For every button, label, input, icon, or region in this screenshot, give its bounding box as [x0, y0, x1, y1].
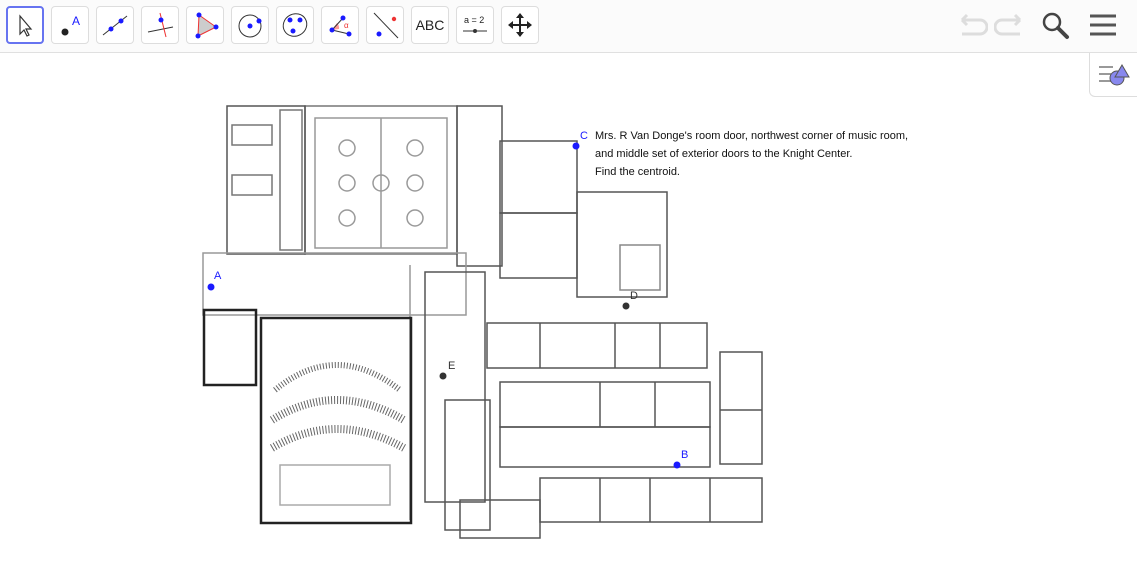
toolbar: A α ABC a = 2 [0, 0, 1137, 53]
undo-icon[interactable] [956, 10, 988, 42]
conic-tool-button[interactable] [276, 6, 314, 44]
point-c-label: C [580, 130, 588, 142]
redo-icon[interactable] [994, 10, 1026, 42]
style-bar-toggle-button[interactable] [1089, 53, 1137, 97]
polygon-icon [195, 12, 219, 39]
point-c[interactable] [572, 142, 580, 150]
reflect-tool-button[interactable] [366, 6, 404, 44]
text-tool-label: ABC [415, 17, 445, 33]
slider-icon: a = 2 [463, 15, 487, 33]
description-line-1: Mrs. R Van Donge's room door, northwest … [595, 130, 909, 142]
graphics-view[interactable]: Mrs. R Van Donge's room door, northwest … [0, 53, 1137, 561]
angle-tool-button[interactable]: α [321, 6, 359, 44]
description-line-2: and middle set of exterior doors to the … [595, 148, 853, 160]
polygon-tool-button[interactable] [186, 6, 224, 44]
ellipse-icon [282, 13, 308, 37]
point-a[interactable] [207, 283, 215, 291]
menu-icon[interactable] [1087, 10, 1119, 42]
line-tool-button[interactable] [96, 6, 134, 44]
point-icon: A [61, 14, 80, 36]
move-graphics-view-tool-button[interactable] [501, 6, 539, 44]
svg-text:A: A [72, 14, 80, 28]
point-b-label: B [681, 449, 689, 461]
description-line-3: Find the centroid. [595, 166, 680, 178]
search-icon[interactable] [1040, 10, 1072, 42]
point-e[interactable] [439, 372, 447, 380]
line-through-points-icon [102, 15, 128, 36]
point-b[interactable] [673, 461, 681, 469]
graphics-style-icon [1099, 63, 1130, 85]
svg-text:α: α [344, 21, 349, 30]
school-floor-plan-image [202, 105, 763, 539]
circle-tool-button[interactable] [231, 6, 269, 44]
point-a-label: A [214, 270, 222, 282]
reflect-about-line-icon [373, 12, 399, 39]
point-d[interactable] [622, 302, 630, 310]
cursor-arrow-icon [19, 14, 33, 37]
text-tool-button[interactable]: ABC [411, 6, 449, 44]
circle-center-point-icon [238, 14, 262, 38]
point-tool-button[interactable]: A [51, 6, 89, 44]
slider-tool-button[interactable]: a = 2 [456, 6, 494, 44]
perpendicular-line-tool-button[interactable] [141, 6, 179, 44]
move-tool-button[interactable] [6, 6, 44, 44]
point-d-label: D [630, 290, 638, 302]
point-e-label: E [448, 360, 456, 372]
svg-text:a = 2: a = 2 [464, 15, 484, 25]
perpendicular-line-icon [147, 12, 174, 38]
angle-icon: α [329, 15, 352, 37]
move-arrows-icon [508, 13, 532, 37]
problem-description-text: Mrs. R Van Donge's room door, northwest … [595, 127, 908, 181]
